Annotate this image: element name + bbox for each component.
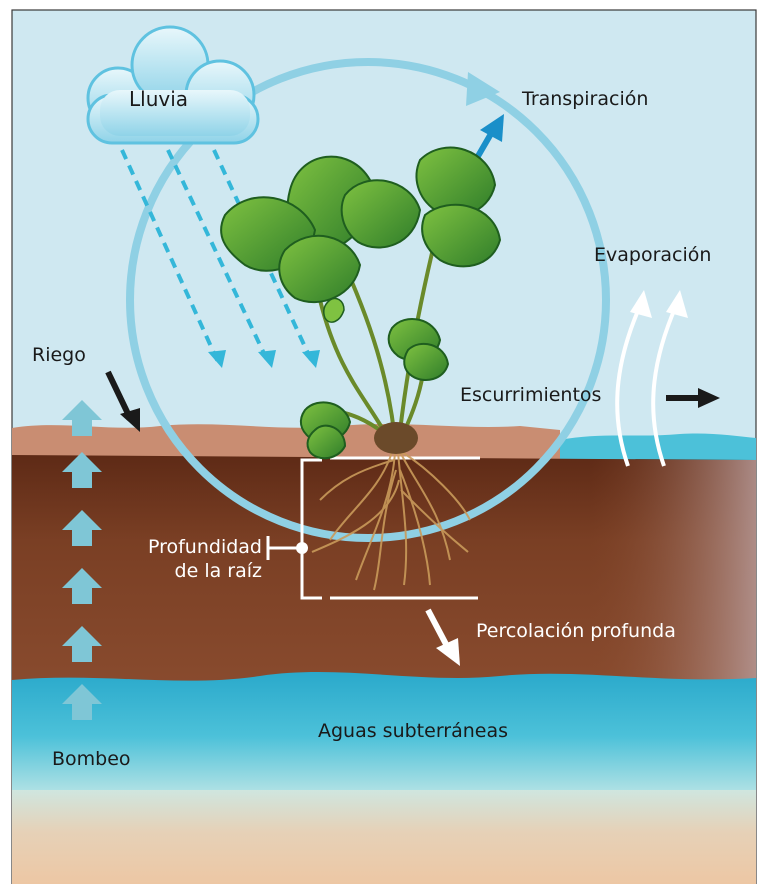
evaporation-label: Evaporación: [594, 244, 711, 266]
deep-percolation-label: Percolación profunda: [476, 620, 676, 642]
root-depth-label-line1: Profundidad: [128, 536, 262, 558]
sand-layer: [12, 790, 756, 884]
root-depth-marker: [296, 542, 308, 554]
topsoil-layer: [12, 424, 560, 460]
soil-fade: [590, 460, 756, 690]
transpiration-label: Transpiración: [522, 88, 648, 110]
root-depth-label-line2: de la raíz: [128, 560, 262, 582]
rain-label: Lluvia: [129, 88, 188, 110]
irrigation-label: Riego: [32, 344, 86, 366]
groundwater-label: Aguas subterráneas: [318, 720, 508, 742]
runoff-label: Escurrimientos: [460, 384, 601, 406]
pumping-label: Bombeo: [52, 748, 131, 770]
